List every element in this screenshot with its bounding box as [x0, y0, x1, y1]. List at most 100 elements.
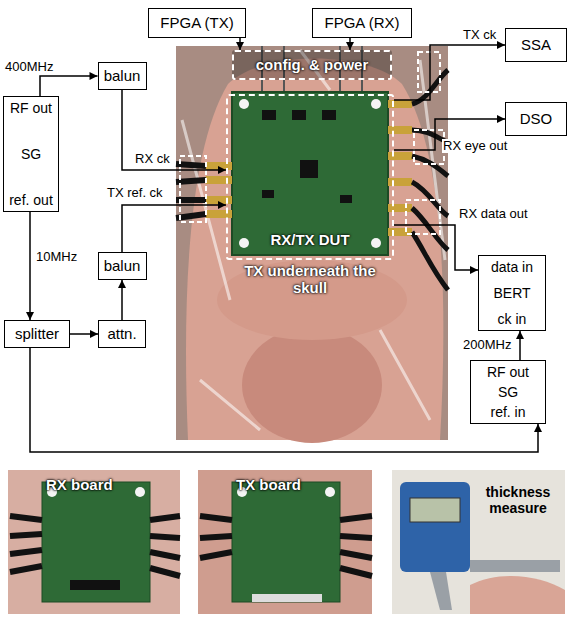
signal-connector — [516, 331, 524, 360]
caliper-photo-part — [392, 470, 565, 614]
photo-label: RX board — [46, 476, 113, 493]
right-connectors — [388, 70, 448, 290]
signal-connector — [40, 72, 98, 96]
signal-label: 400MHz — [4, 60, 54, 74]
connector-highlights-part — [406, 200, 440, 234]
rx-board-photo-part — [8, 470, 180, 614]
signal-generator-box: RF outSGref. in — [470, 360, 546, 424]
arrow-head — [236, 42, 244, 50]
node-text: RF out — [487, 364, 529, 380]
signal-connector — [122, 90, 226, 174]
splitter-box: splitter — [4, 320, 70, 348]
board-standoffs — [239, 99, 381, 248]
connector-line — [394, 45, 505, 100]
attenuator-box: attn. — [98, 320, 146, 348]
photo-label: thickness measure — [478, 484, 558, 516]
caliper-photo-part — [430, 572, 452, 610]
tx-board-photo-part — [198, 470, 372, 614]
board-chips-part — [262, 190, 274, 198]
arrow-head — [118, 280, 126, 288]
dut-region: RX/TX DUTTX underneath the skull — [226, 94, 394, 260]
fpga-box: FPGA (TX) — [148, 8, 246, 38]
connector-line — [122, 205, 226, 252]
caliper-photo-part — [470, 560, 560, 572]
oscilloscope-box: DSO — [505, 102, 567, 136]
signal-connector — [236, 38, 244, 50]
right-connectors-part — [388, 100, 412, 108]
right-connectors-part — [412, 70, 448, 290]
caliper-photo-part — [470, 576, 565, 614]
tx-board-photo-part — [252, 594, 322, 602]
connector-highlights-part — [414, 130, 444, 164]
connector-highlights-part — [180, 156, 206, 222]
rx-board-photo-part — [135, 487, 145, 497]
board-chips-part — [292, 110, 306, 120]
node-text: config. & power — [256, 56, 369, 73]
signal-label: 200MHz — [462, 338, 512, 352]
board-chips-part — [322, 110, 336, 120]
node-text: ck in — [498, 311, 527, 327]
dut-board — [232, 92, 388, 255]
signal-connector — [70, 330, 98, 338]
config-region: config. & power — [232, 50, 392, 80]
signal-label: RX data out — [458, 207, 529, 221]
bert-box: data in BERT ck in — [478, 255, 546, 331]
left-connectors-part — [206, 210, 232, 218]
arrow-head — [90, 72, 98, 80]
arrow-head — [26, 312, 34, 320]
analyzer-box: SSA — [505, 28, 567, 62]
rx-board-photo — [8, 470, 180, 614]
node-text: data in — [491, 259, 533, 275]
arrow-head — [497, 115, 505, 123]
board-standoffs-part — [239, 238, 249, 248]
skull-area — [217, 260, 407, 340]
arrow-head — [218, 201, 226, 209]
connector-line — [30, 348, 538, 452]
region-heading: TX underneath the skull — [230, 262, 390, 297]
right-connectors-part — [388, 204, 412, 212]
node-text: ref. out — [9, 192, 53, 208]
rx-board-photo-part — [70, 580, 120, 590]
node-text: BERT — [493, 285, 530, 301]
node-text: balun — [104, 257, 141, 274]
rx-board-photo-part — [10, 516, 180, 576]
node-text: RX/TX DUT — [270, 231, 349, 248]
left-connectors-part — [206, 176, 232, 184]
rx-board-photo-part — [42, 482, 150, 602]
tx-board-photo-part — [232, 482, 340, 602]
balun-box: balun — [98, 252, 147, 280]
right-connectors-part — [388, 178, 412, 186]
signal-connector — [122, 201, 226, 252]
setup-photo — [176, 46, 448, 443]
arrow-head — [497, 41, 505, 49]
arrow-head — [516, 331, 524, 339]
right-connectors-part — [388, 152, 412, 160]
neck-tissue — [242, 327, 382, 443]
caliper-photo-part — [410, 498, 460, 522]
board-standoffs-part — [371, 99, 381, 109]
signal-connector — [118, 280, 126, 320]
signal-connector — [394, 225, 478, 274]
signal-label: TX ck — [462, 28, 497, 42]
signal-label: TX ref. ck — [106, 186, 164, 200]
signal-connector — [346, 38, 354, 50]
node-text: SG — [21, 146, 41, 162]
board-chips-part — [262, 110, 276, 120]
node-text: SG — [498, 384, 518, 400]
caliper-photo-part — [400, 482, 470, 572]
plastic-wrap — [182, 50, 445, 430]
tx-board-photo-part — [200, 516, 372, 576]
board-standoffs-part — [239, 99, 249, 109]
arrow-head — [218, 166, 226, 174]
signal-label: 10MHz — [35, 250, 78, 264]
signal-generator-box: RF outSG ref. out — [3, 96, 59, 212]
node-text: attn. — [107, 325, 136, 342]
signal-connector — [26, 212, 34, 320]
connector-line — [29, 212, 31, 320]
node-text: RF out — [10, 100, 52, 116]
caliper-photo — [392, 470, 565, 614]
right-connectors-part — [388, 126, 412, 134]
arrow-head — [346, 42, 354, 50]
